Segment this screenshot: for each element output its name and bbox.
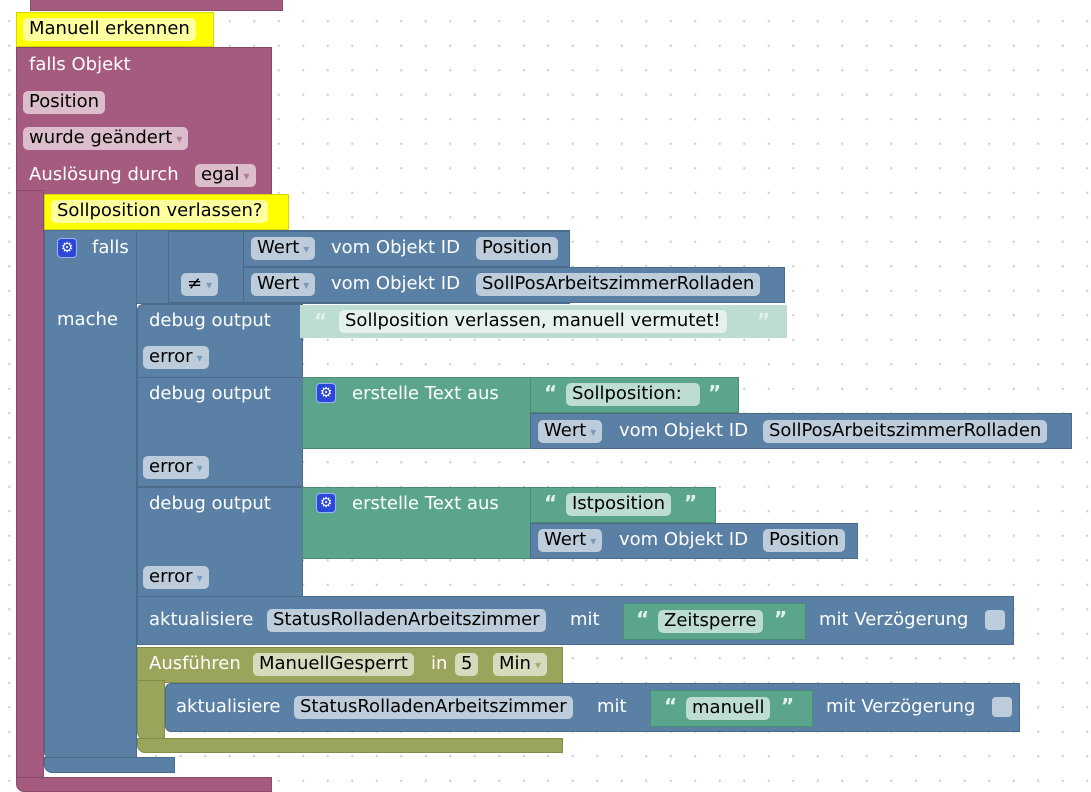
- text-field[interactable]: Sollposition verlassen, manuell vermutet…: [339, 310, 727, 333]
- text-field[interactable]: Sollposition:: [566, 383, 700, 406]
- debug-level-dropdown[interactable]: error▾: [143, 566, 209, 589]
- previous-block[interactable]: [30, 0, 283, 11]
- comment-sollposition-verlassen[interactable]: Sollposition verlassen?: [44, 194, 289, 230]
- text-field[interactable]: Istposition: [566, 493, 672, 516]
- close-quote-icon: ”: [757, 309, 771, 333]
- debug-level-dropdown[interactable]: error▾: [143, 456, 209, 479]
- value-mode-dropdown[interactable]: Wert▾: [251, 237, 316, 260]
- object-id-label: vom Objekt ID: [331, 273, 460, 294]
- update-label: aktualisiere: [149, 609, 254, 630]
- dropdown-arrow-icon: ▾: [243, 169, 250, 183]
- timeout-value-field[interactable]: 5: [455, 653, 479, 676]
- timeout-unit-dropdown[interactable]: Min▾: [493, 653, 547, 676]
- if-block-bottom: [44, 757, 175, 773]
- dropdown-arrow-icon: ▾: [590, 425, 597, 439]
- trigger-condition-value: wurde geändert: [29, 127, 173, 148]
- if-block-spine: [44, 230, 137, 760]
- debug-label: debug output: [149, 383, 271, 404]
- with-label: mit: [570, 609, 600, 630]
- comment-text[interactable]: Manuell erkennen: [23, 18, 196, 41]
- close-quote-icon: ”: [708, 381, 722, 405]
- gear-icon[interactable]: ⚙: [316, 383, 336, 403]
- object-id-field[interactable]: Position: [476, 237, 559, 260]
- value-mode: Wert: [257, 237, 300, 258]
- in-label: in: [431, 653, 448, 674]
- debug-label: debug output: [149, 310, 271, 331]
- debug-level: error: [149, 566, 193, 587]
- timeout-unit: Min: [499, 653, 531, 674]
- text-field[interactable]: Zeitsperre: [658, 610, 763, 633]
- dropdown-arrow-icon: ▾: [196, 351, 203, 365]
- open-quote-icon: “: [314, 309, 328, 333]
- text-field[interactable]: manuell: [686, 697, 771, 720]
- object-id-field[interactable]: Position: [763, 529, 846, 552]
- value-mode-dropdown[interactable]: Wert▾: [538, 420, 603, 443]
- delay-checkbox[interactable]: [992, 697, 1012, 717]
- operator-value: ≠: [187, 273, 203, 294]
- join-label: erstelle Text aus: [352, 493, 499, 514]
- open-quote-icon: “: [664, 694, 678, 718]
- value-mode: Wert: [257, 273, 300, 294]
- trigger-block-spine: [16, 190, 44, 790]
- debug-level-dropdown[interactable]: error▾: [143, 346, 209, 369]
- dropdown-arrow-icon: ▾: [303, 242, 310, 256]
- update-object-field[interactable]: StatusRolladenArbeitszimmer: [294, 696, 573, 719]
- open-quote-icon: “: [636, 607, 650, 631]
- with-label: mit: [597, 696, 627, 717]
- debug-label: debug output: [149, 493, 271, 514]
- object-id-label: vom Objekt ID: [619, 529, 748, 550]
- object-id-field[interactable]: SollPosArbeitszimmerRolladen: [763, 420, 1048, 443]
- trigger-condition-dropdown[interactable]: wurde geändert▾: [23, 127, 189, 150]
- value-mode-dropdown[interactable]: Wert▾: [251, 273, 316, 296]
- delay-label: mit Verzögerung: [819, 609, 969, 630]
- delay-checkbox[interactable]: [985, 610, 1005, 630]
- dropdown-arrow-icon: ▾: [590, 534, 597, 548]
- delay-label: mit Verzögerung: [826, 696, 976, 717]
- trigger-label: falls Objekt: [29, 54, 131, 75]
- dropdown-arrow-icon: ▾: [176, 132, 183, 146]
- join-text-block-2[interactable]: [302, 487, 534, 559]
- trigger-object-value: Position: [29, 91, 100, 112]
- debug-level: error: [149, 346, 193, 367]
- close-quote-icon: ”: [684, 491, 698, 515]
- value-mode: Wert: [544, 420, 587, 441]
- join-text-block-1[interactable]: [302, 377, 534, 449]
- close-quote-icon: ”: [781, 694, 795, 718]
- timeout-block-bottom: [137, 738, 563, 753]
- object-id-label: vom Objekt ID: [619, 420, 748, 441]
- trigger-object-field[interactable]: Position: [23, 91, 106, 114]
- comment-text[interactable]: Sollposition verlassen?: [51, 200, 269, 223]
- comment-manuell-erkennen[interactable]: Manuell erkennen: [16, 12, 214, 47]
- compare-operator-dropdown[interactable]: ≠▾: [181, 273, 219, 296]
- object-id-field[interactable]: SollPosArbeitszimmerRolladen: [476, 273, 761, 296]
- do-label: mache: [57, 309, 118, 330]
- trigger-by-value: egal: [201, 164, 240, 185]
- gear-icon[interactable]: ⚙: [316, 493, 336, 513]
- open-quote-icon: “: [544, 491, 558, 515]
- close-quote-icon: ”: [774, 607, 788, 631]
- timeout-name-field[interactable]: ManuellGesperrt: [253, 653, 414, 676]
- dropdown-arrow-icon: ▾: [196, 571, 203, 585]
- update-label: aktualisiere: [176, 696, 281, 717]
- value-mode: Wert: [544, 529, 587, 550]
- timeout-block-spine: [137, 680, 165, 740]
- object-id-label: vom Objekt ID: [331, 237, 460, 258]
- trigger-by-dropdown[interactable]: egal▾: [195, 164, 256, 187]
- dropdown-arrow-icon: ▾: [303, 278, 310, 292]
- join-label: erstelle Text aus: [352, 383, 499, 404]
- gear-icon[interactable]: ⚙: [57, 238, 77, 258]
- trigger-block-bottom: [16, 777, 272, 792]
- open-quote-icon: “: [544, 381, 558, 405]
- debug-level: error: [149, 456, 193, 477]
- value-mode-dropdown[interactable]: Wert▾: [538, 529, 603, 552]
- trigger-by-label: Auslösung durch: [29, 164, 179, 185]
- timeout-label: Ausführen: [149, 653, 241, 674]
- update-object-field[interactable]: StatusRolladenArbeitszimmer: [267, 609, 546, 632]
- dropdown-arrow-icon: ▾: [206, 278, 213, 292]
- dropdown-arrow-icon: ▾: [534, 658, 541, 672]
- dropdown-arrow-icon: ▾: [196, 461, 203, 475]
- if-label: falls: [92, 237, 129, 258]
